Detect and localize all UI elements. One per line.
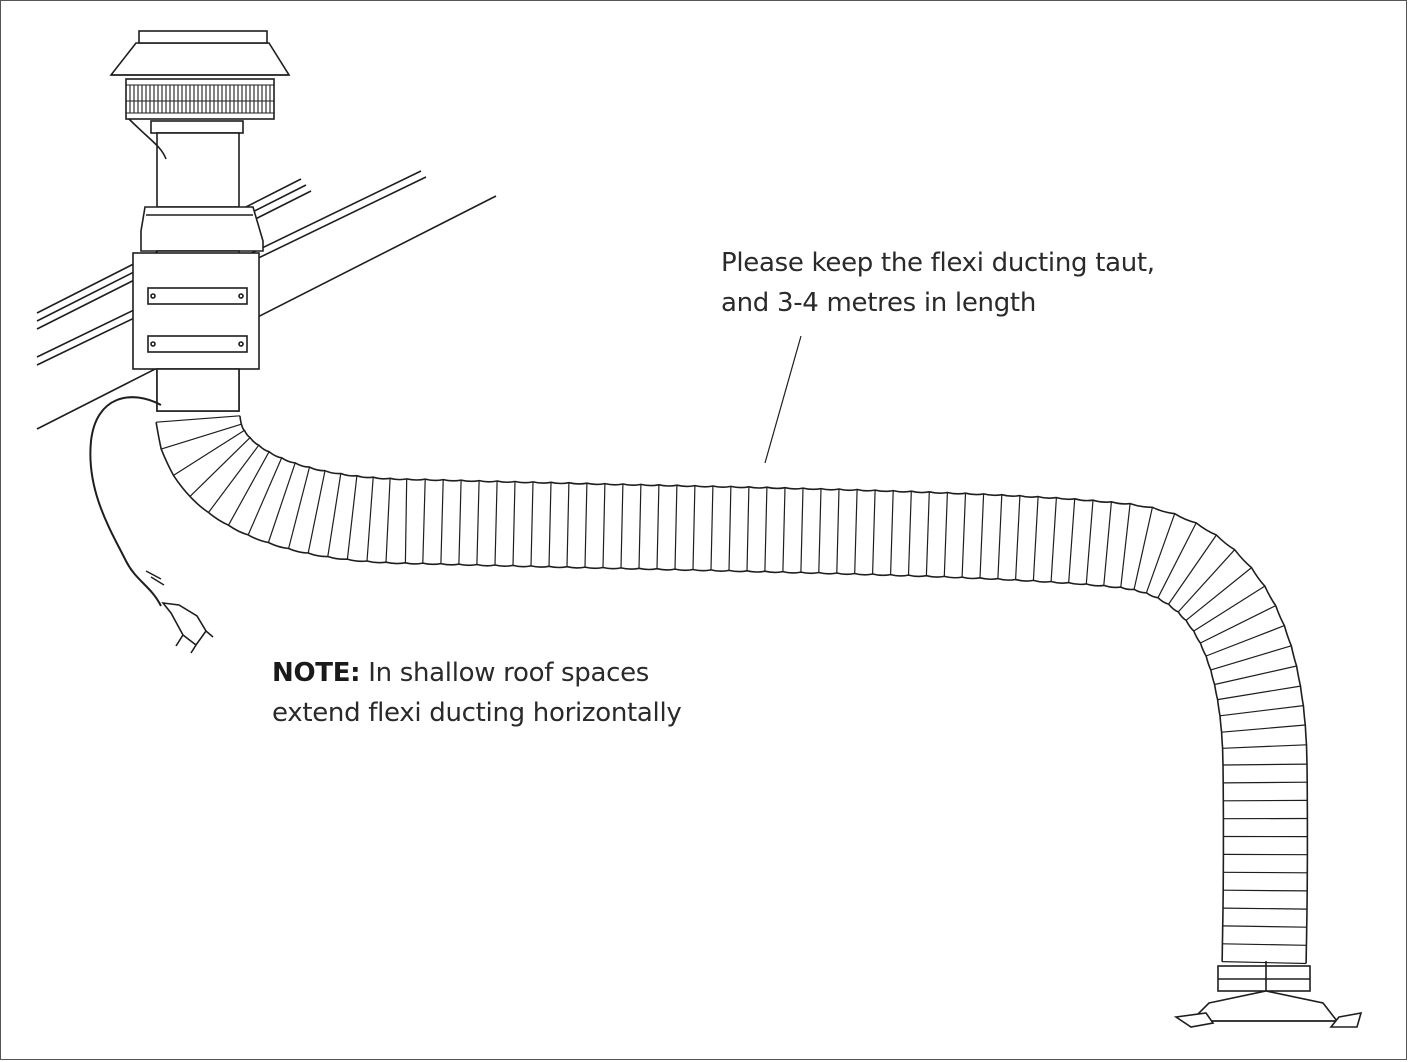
note-label: NOTE: [272,658,361,688]
duct-rib [854,489,858,574]
callout-leader-line [764,335,802,464]
ceiling-diffuser [1173,961,1363,1028]
duct-rib [307,470,326,554]
duct-rib [1214,665,1297,686]
flexi-duct [155,415,1309,965]
callout-taut-line-1: Please keep the flexi ducting taut, [721,248,1155,278]
duct-rib [1219,705,1304,717]
duct-rib [1222,907,1308,910]
duct-rib [566,482,570,567]
callout-shallow-roof-note: NOTE: In shallow roof spaces extend flex… [272,653,682,733]
duct-rib [440,479,444,564]
duct-rib [1157,522,1197,598]
duct-rib [638,484,642,569]
note-line-2: extend flexi ducting horizontally [272,698,682,728]
duct-rib [1185,567,1252,621]
power-cord [89,396,214,654]
duct-rib [1103,501,1112,586]
duct-rib [247,457,283,536]
duct-rib [1222,925,1307,928]
duct-rib [979,493,985,578]
duct-rib [997,494,1003,579]
plug-icon [161,601,214,654]
duct-rib [530,481,534,566]
duct-rib [1133,507,1153,590]
duct-rib [1168,534,1217,605]
duct-rib [1177,549,1236,613]
duct-rib [710,485,714,570]
duct-rib [1050,497,1057,582]
duct-rib [548,482,552,567]
duct-rib [1223,781,1308,784]
duct-rib [800,488,804,573]
duct-rib [404,478,408,563]
duct-rib [267,462,296,543]
duct-rib [458,480,462,565]
duct-rib [1120,503,1131,588]
duct-rib [156,415,240,423]
callout-taut-line-2: and 3-4 metres in length [721,288,1036,318]
duct-rib [692,485,696,570]
duct-rib [1193,585,1266,632]
duct-rib [1145,513,1176,594]
duct-rib [872,490,876,575]
duct-rib [818,488,822,573]
cowl-mesh [126,84,274,114]
duct-rib [1200,605,1276,644]
duct-rib [620,483,624,568]
duct-rib [764,487,768,572]
duct-rib [1085,500,1094,584]
duct-rib [1223,889,1308,892]
duct-rib [422,479,426,564]
duct-rib [1217,685,1301,701]
roof-lines [36,170,497,430]
duct-rib [227,451,270,526]
duct-rib [512,481,516,566]
duct-rib [189,437,251,497]
duct-rib [1222,763,1308,766]
duct-rib [1205,625,1285,657]
note-line-1: In shallow roof spaces [368,658,650,688]
duct-rib [1223,871,1308,874]
duct-rib [602,483,606,568]
duct-rib [961,493,967,578]
duct-rib [907,491,912,576]
duct-rib [925,491,930,576]
duct-rib [385,478,391,563]
duct-rib [476,480,480,565]
duct-rib [288,466,311,549]
duct-rib [208,444,260,513]
duct-rib [836,488,840,574]
duct-rib [1221,724,1306,733]
duct-rib [1222,961,1307,965]
duct-rib [674,485,678,570]
duct-rib [494,480,498,566]
duct-rib [890,490,894,575]
duct-rib [1032,496,1039,581]
duct-rib [584,483,588,568]
duct-rib [782,487,786,572]
duct-rib [1210,645,1292,671]
duct-rib [1068,498,1076,583]
duct-rib [327,473,342,557]
duct-rib [1015,495,1021,580]
duct-rib [366,477,374,562]
duct-rib [346,475,358,560]
duct-rib [746,486,750,571]
duct-rib [173,429,245,476]
duct-rib [1222,943,1307,946]
duct-rib [1222,744,1307,749]
duct-rib [728,486,732,571]
duct-rib [943,492,948,577]
roof-cowl [109,30,291,412]
duct-rib [656,484,660,569]
callout-taut-ducting: Please keep the flexi ducting taut, and … [721,243,1155,323]
duct-rib [161,423,242,450]
